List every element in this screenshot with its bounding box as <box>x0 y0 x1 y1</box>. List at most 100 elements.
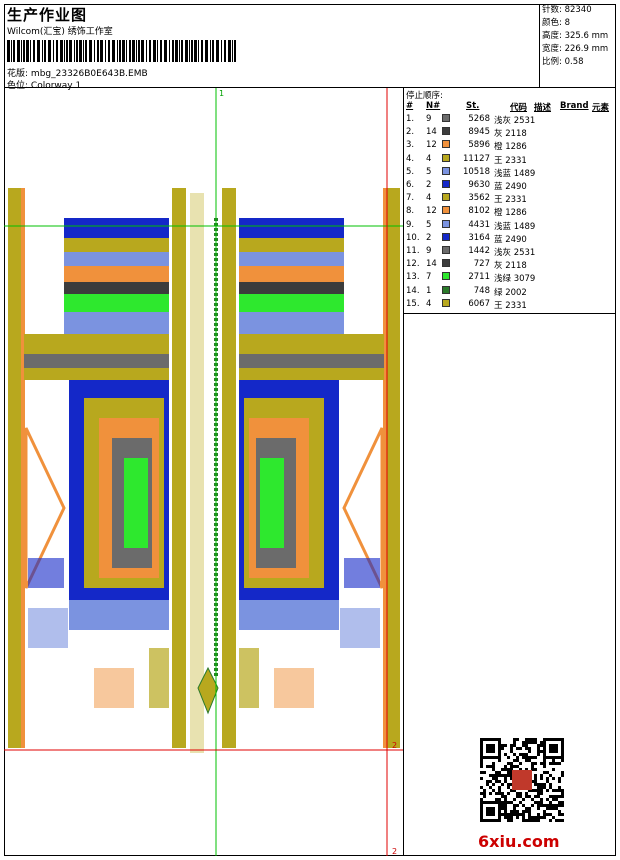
row-index: 9. <box>406 219 415 230</box>
row-stitches: 6067 <box>468 298 490 309</box>
color-swatch <box>442 166 450 175</box>
colorway-label: 色位: <box>7 81 29 91</box>
stop-sequence-panel: 停止顺序: # N# St. 代码 描述 Brand 元素 1. 9 5268 浅灰 … <box>404 88 616 314</box>
table-row: 1. 9 5268 浅灰 2531 <box>406 114 614 127</box>
row-code: 王 2331 <box>494 195 527 206</box>
color-swatch <box>442 219 450 228</box>
color-swatch <box>442 114 450 122</box>
row-stitches: 3164 <box>468 232 490 243</box>
row-stitches: 11127 <box>462 153 490 164</box>
color-swatch <box>442 259 450 268</box>
border-strip-right <box>387 188 400 748</box>
row-index: 13. <box>406 272 420 283</box>
row-stitches: 1442 <box>468 246 490 256</box>
right-panel-pattern <box>239 218 384 708</box>
table-row: 2. 14 8945 灰 2118 <box>406 127 614 140</box>
row-needle: 4 <box>426 193 432 204</box>
placket-left <box>172 188 186 748</box>
file-name: mbg_23326B0E643B.EMB <box>30 69 148 79</box>
stop-sequence-title: 停止顺序: <box>406 91 443 101</box>
row-needle: 14 <box>426 127 437 138</box>
col-element: 元素 <box>592 103 610 113</box>
spec-height: 高度: 325.6 mm <box>542 31 609 41</box>
row-index: 6. <box>406 180 415 190</box>
row-code: 浅灰 2531 <box>494 116 536 126</box>
color-swatch <box>442 180 450 188</box>
row-stitches: 8102 <box>468 206 490 217</box>
row-needle: 5 <box>426 219 432 230</box>
row-code: 浅蓝 1489 <box>494 168 536 179</box>
color-swatch <box>442 127 450 136</box>
file-label: 花版: <box>7 69 29 79</box>
row-code: 浅绿 3079 <box>494 274 536 285</box>
row-needle: 4 <box>426 153 432 164</box>
center-diamond <box>197 666 219 715</box>
stop-sequence-header: # N# St. 代码 描述 Brand 元素 <box>406 101 614 113</box>
spec-panel: 针数: 82340 颜色: 8 高度: 325.6 mm 宽度: 226.9 m… <box>540 4 616 88</box>
row-stitches: 10518 <box>462 166 490 177</box>
row-index: 8. <box>406 206 415 217</box>
row-stitches: 9630 <box>468 180 490 190</box>
guide-marker-top: 1 <box>219 89 224 98</box>
design-preview: 1 2 2 <box>4 88 404 856</box>
guide-marker-mid: 2 <box>392 741 397 750</box>
row-code: 橙 1286 <box>494 142 527 153</box>
row-code: 王 2331 <box>494 300 527 311</box>
row-code: 蓝 2490 <box>494 234 527 245</box>
row-stitches: 8945 <box>468 127 490 138</box>
row-code: 灰 2118 <box>494 261 527 272</box>
col-stitches: St. <box>466 101 480 111</box>
row-needle: 5 <box>426 166 432 177</box>
row-code: 绿 2002 <box>494 287 527 298</box>
spec-stitches: 针数: 82340 <box>542 5 592 15</box>
row-stitches: 5896 <box>468 140 490 151</box>
spec-colors: 颜色: 8 <box>542 18 570 28</box>
color-swatch <box>442 153 450 162</box>
row-stitches: 727 <box>473 259 490 270</box>
table-row: 3. 12 5896 橙 1286 <box>406 140 614 153</box>
left-panel-pattern <box>24 218 169 708</box>
row-index: 3. <box>406 140 415 151</box>
file-info: 花版: mbg_23326B0E643B.EMB <box>7 66 148 79</box>
row-code: 浅灰 2531 <box>494 248 536 258</box>
page-title: 生产作业图 <box>7 6 88 24</box>
placket-right <box>222 188 236 748</box>
row-needle: 12 <box>426 140 437 151</box>
row-needle: 7 <box>426 272 432 283</box>
colorway-value: Colorway 1 <box>30 81 82 91</box>
row-index: 4. <box>406 153 415 164</box>
row-needle: 1 <box>426 285 432 296</box>
row-index: 2. <box>406 127 415 138</box>
row-needle: 12 <box>426 206 437 217</box>
col-description: 描述 <box>534 103 552 113</box>
barcode-image <box>7 40 236 62</box>
row-needle: 9 <box>426 114 432 124</box>
row-index: 1. <box>406 114 415 124</box>
row-index: 11. <box>406 246 420 256</box>
row-stitches: 5268 <box>468 114 490 124</box>
row-needle: 4 <box>426 298 432 309</box>
row-code: 蓝 2490 <box>494 182 527 192</box>
site-logo: 6xiu.com <box>478 832 560 851</box>
color-swatch <box>442 232 450 241</box>
placket-center <box>190 193 204 753</box>
row-index: 12. <box>406 259 420 270</box>
guide-marker-bottom: 2 <box>392 847 397 856</box>
row-code: 灰 2118 <box>494 129 527 140</box>
color-swatch <box>442 298 450 307</box>
col-needle: N# <box>426 101 441 111</box>
color-swatch <box>442 206 450 215</box>
row-index: 7. <box>406 193 415 204</box>
spec-width: 宽度: 226.9 mm <box>542 44 609 54</box>
row-needle: 2 <box>426 232 432 243</box>
table-row: 15. 4 6067 王 2331 <box>406 298 614 312</box>
qr-code-image <box>480 738 564 822</box>
color-swatch <box>442 193 450 202</box>
col-index: # <box>406 101 414 111</box>
row-stitches: 748 <box>473 285 490 296</box>
row-index: 15. <box>406 298 420 309</box>
